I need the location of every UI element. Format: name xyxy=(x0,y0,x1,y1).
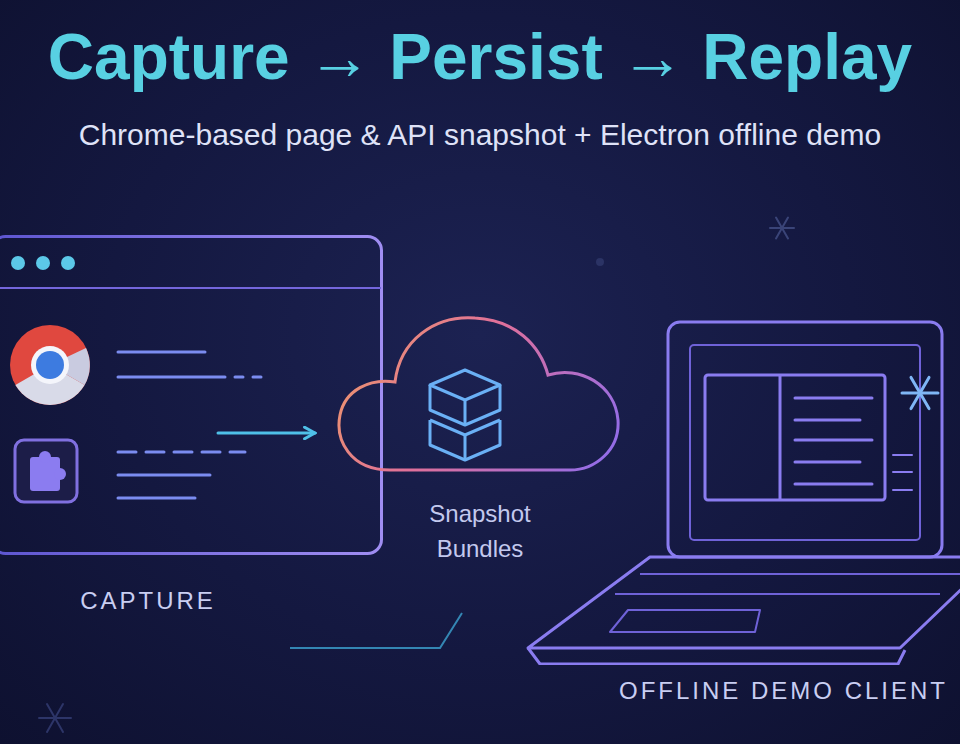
node-outline xyxy=(0,235,383,555)
window-dot xyxy=(36,256,50,270)
client-laptop: OFFLINE DEMO CLIENT xyxy=(520,315,960,665)
section-label: OFFLINE DEMO CLIENT xyxy=(619,677,948,706)
content-lines xyxy=(118,352,268,498)
window-dot xyxy=(11,256,25,270)
storage-cloud: Snapshot Bundles xyxy=(330,290,630,580)
cloud-outline xyxy=(339,318,618,470)
dot xyxy=(596,258,604,266)
title: Capture → Persist → Replay xyxy=(48,20,912,94)
bundle-icon xyxy=(430,370,500,460)
laptop-illustration xyxy=(528,322,960,664)
title-bar-divider xyxy=(0,287,381,289)
browser-window xyxy=(0,237,382,554)
snowflake-icon xyxy=(770,218,794,239)
snowflake-icon xyxy=(39,704,71,732)
extension-icon xyxy=(15,440,77,502)
flow-line xyxy=(290,613,462,648)
cloud-label: Snapshot Bundles xyxy=(410,496,550,566)
snowflake-icon xyxy=(902,377,938,408)
subtitle: Chrome-based page & API snapshot + Elect… xyxy=(79,118,881,152)
capture-panel: CAPTURE xyxy=(0,235,383,555)
window-dot xyxy=(61,256,75,270)
node-outline xyxy=(520,315,960,665)
flow-arrow xyxy=(218,432,315,435)
chrome-icon xyxy=(10,325,90,405)
section-label: CAPTURE xyxy=(48,587,248,616)
